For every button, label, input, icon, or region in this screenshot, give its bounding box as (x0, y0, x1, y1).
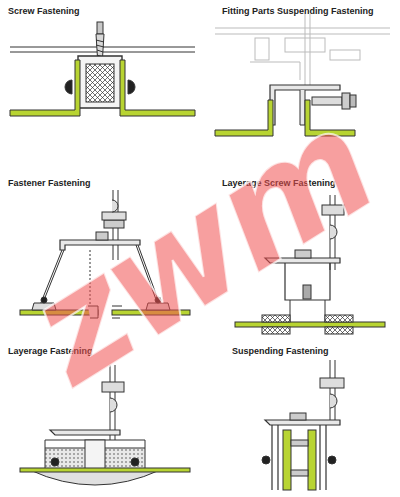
watermark: zwm (6, 88, 394, 408)
panel-title: Screw Fastening (8, 6, 80, 16)
panel-title: Suspending Fastening (232, 346, 329, 356)
panel-title: Fastener Fastening (8, 178, 91, 188)
panel-title: Fitting Parts Suspending Fastening (222, 6, 374, 16)
